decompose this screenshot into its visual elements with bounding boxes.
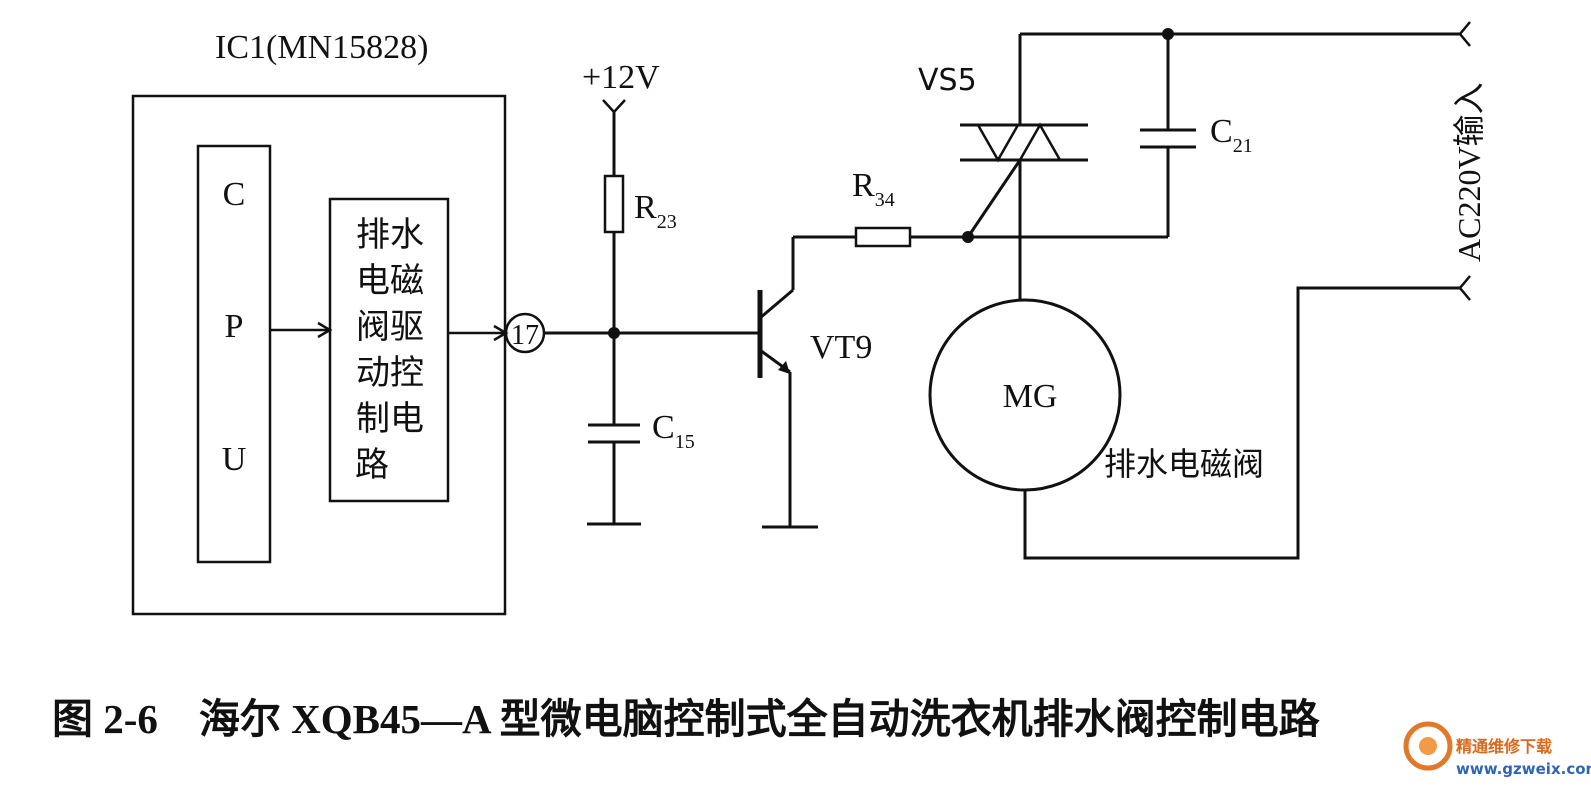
watermark-url: www.gzweix.com <box>1456 760 1591 778</box>
vs5-triangle-down <box>975 123 1021 163</box>
figure-caption: 图 2-6 海尔 XQB45—A 型微电脑控制式全自动洗衣机排水阀控制电路 <box>52 696 1321 742</box>
c15-label: C15 <box>652 409 695 453</box>
valve-label: 排水电磁阀 <box>1104 445 1264 483</box>
vt9-label: VT9 <box>810 329 872 366</box>
vs5-gate-lead <box>966 159 1022 238</box>
ac-input-label: AC220V输入 <box>1451 82 1487 262</box>
watermark-dot-icon <box>1419 737 1437 755</box>
mg-label: MG <box>1003 378 1058 415</box>
watermark-cn: 精通维修下载 <box>1456 737 1552 756</box>
driver-line-2: 电磁 <box>356 261 424 301</box>
c21-label: C21 <box>1210 113 1253 157</box>
driver-line-4: 动控 <box>356 353 424 393</box>
driver-line-1: 排水 <box>356 215 424 255</box>
driver-block <box>328 197 450 503</box>
pin-17-label: 17 <box>511 320 539 351</box>
driver-line-6: 路 <box>355 445 389 485</box>
r34-label: R34 <box>852 167 895 211</box>
ac-terminal-bottom <box>1458 275 1471 301</box>
ac-terminal-top <box>1458 21 1471 47</box>
vs5-triangle-up <box>1017 122 1063 162</box>
cpu-block <box>196 144 272 564</box>
watermark-ring-icon <box>1403 721 1453 771</box>
driver-line-3: 阀驱 <box>356 307 424 347</box>
r23-resistor <box>603 174 625 234</box>
cpu-letter-p: P <box>225 308 244 345</box>
ic1-label: IC1(MN15828) <box>215 29 428 66</box>
driver-line-5: 制电 <box>356 399 424 439</box>
vt9-emitter-arrow <box>778 361 790 374</box>
ac-return-wire <box>1023 286 1460 560</box>
ic1-box <box>131 94 507 616</box>
supply-label: +12V <box>582 59 660 96</box>
watermark-logo: 精通维修下载 www.gzweix.com <box>1403 721 1591 778</box>
r34-resistor <box>854 226 912 248</box>
cpu-letter-u: U <box>222 441 247 478</box>
r23-label: R23 <box>634 189 677 233</box>
vt9-collector <box>759 288 794 320</box>
vs5-label: VS5 <box>918 63 977 98</box>
cpu-letter-c: C <box>223 176 246 213</box>
supply-terminal <box>602 99 626 114</box>
